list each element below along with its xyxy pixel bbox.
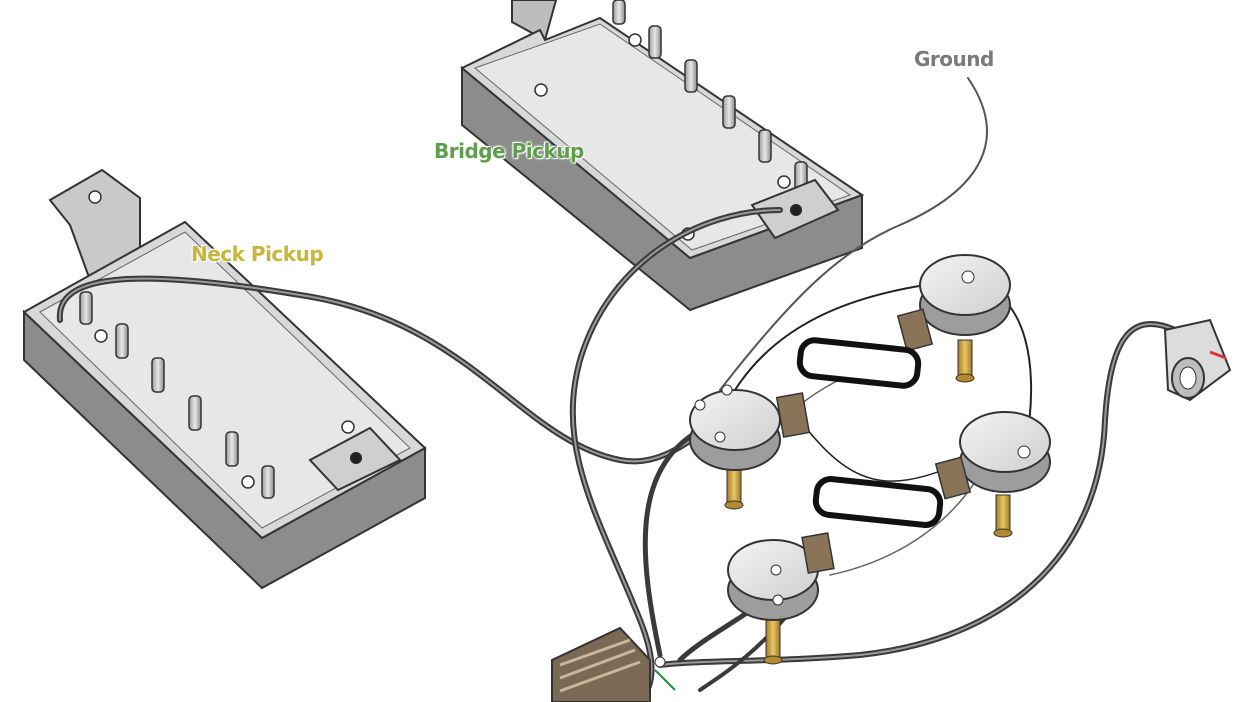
bridge-pickup-label: Bridge Pickup bbox=[434, 139, 585, 164]
bridge-pickup bbox=[460, 0, 865, 312]
pot-volume-bridge bbox=[727, 532, 835, 665]
pot-volume-neck bbox=[689, 384, 811, 510]
capacitor-neck bbox=[796, 337, 922, 389]
cables bbox=[56, 77, 1178, 702]
output-jack bbox=[1163, 318, 1232, 402]
bridge-pole-pieces bbox=[534, 0, 808, 241]
capacitor-bridge bbox=[812, 476, 944, 528]
ground-label: Ground bbox=[914, 47, 995, 72]
pot-tone-bridge bbox=[934, 411, 1051, 538]
neck-pole-pieces bbox=[79, 291, 355, 499]
pot-tone-neck bbox=[896, 254, 1011, 383]
neck-pickup bbox=[22, 168, 427, 590]
neck-pickup-label: Neck Pickup bbox=[191, 242, 324, 267]
ground-wire bbox=[719, 77, 988, 391]
toggle-switch bbox=[551, 626, 676, 702]
